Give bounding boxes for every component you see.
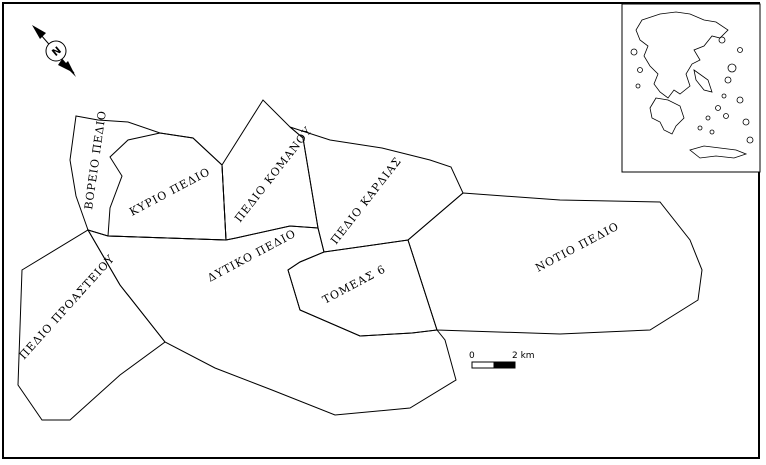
north-arrow-icon: N <box>32 25 76 77</box>
label-noto-pedio: ΝΟΤΙΟ ΠΕΔΙΟ <box>533 220 621 275</box>
label-tomeas-6: ΤΟΜΕΑΣ 6 <box>320 262 388 306</box>
label-pedio-kardias: ΠΕΔΙΟ ΚΑΡΔΙΑΣ <box>328 155 404 247</box>
label-pedio-komanou: ΠΕΔΙΟ ΚΟΜΑΝΟΥ <box>232 124 315 225</box>
scale-bar: 0 2 km <box>469 351 535 369</box>
label-pedio-proasteiou: ΠΕΔΙΟ ΠΡΟΑΣΤΕΙΟΥ <box>17 252 118 362</box>
greece-locator-map-icon <box>630 11 754 159</box>
region-pedio-proasteiou <box>17 229 166 421</box>
label-kyrio-pedio: ΚΥΡΙΟ ΠΕΔΙΟ <box>127 165 212 219</box>
region-kyrio-pedio <box>107 132 227 241</box>
scale-end-label: 2 km <box>512 351 535 361</box>
region-tomeas-6 <box>287 239 438 337</box>
label-dytiko-pedio: ΔΥΤΙΚΟ ΠΕΔΙΟ <box>205 227 298 285</box>
label-voreio-pedio: ΒΟΡΕΙΟ ΠΕΔΙΟ <box>82 109 109 210</box>
scale-start-label: 0 <box>469 351 475 361</box>
region-boundaries <box>17 99 703 421</box>
inset-map <box>621 3 761 173</box>
region-dytiko-pedio <box>86 225 457 416</box>
